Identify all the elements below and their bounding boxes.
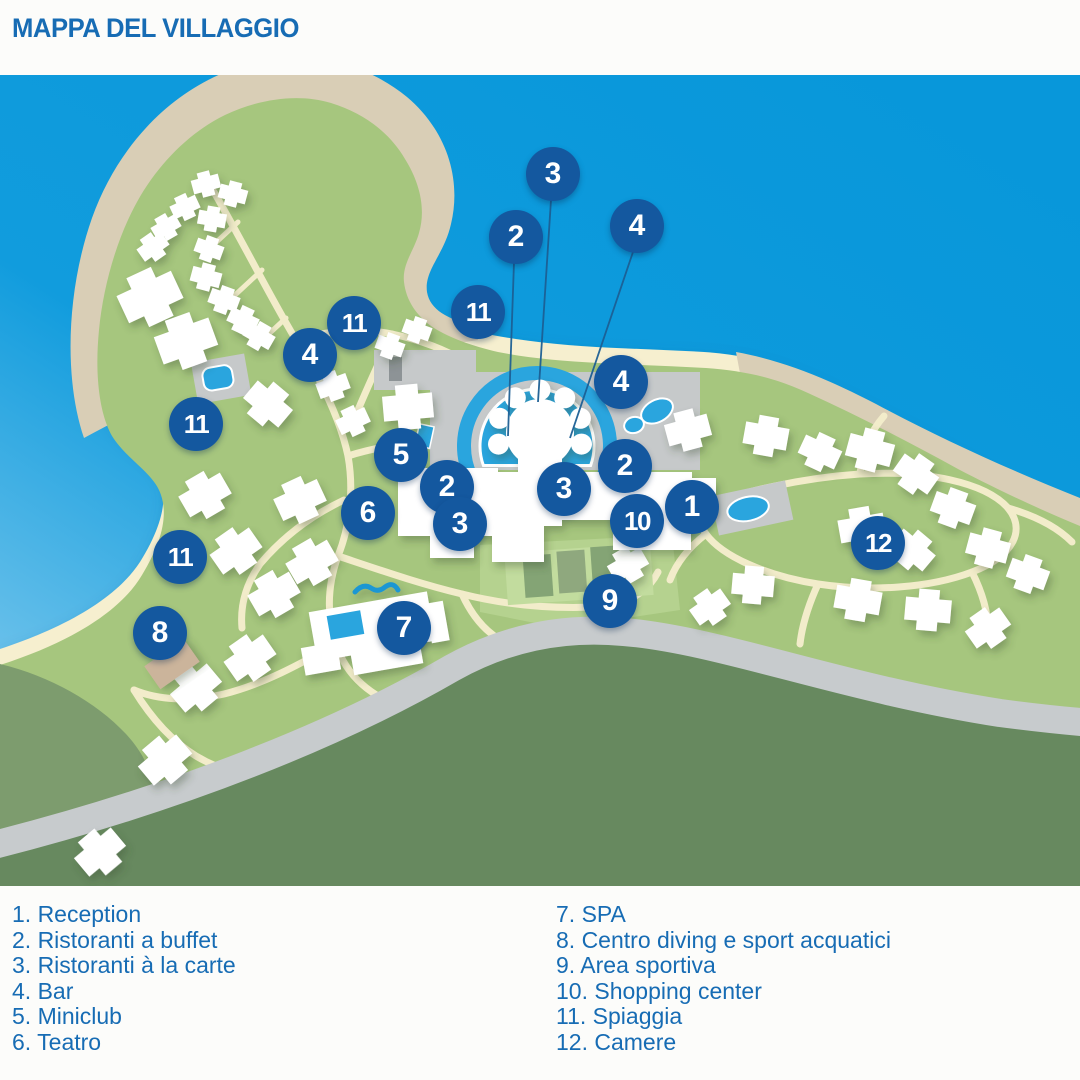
map-marker-6: 6 xyxy=(341,486,395,540)
legend-item: 4. Bar xyxy=(12,977,74,1004)
map-marker-2: 2 xyxy=(489,210,543,264)
page-title: MAPPA DEL VILLAGGIO xyxy=(12,13,299,43)
marker-leader-lines xyxy=(507,199,634,439)
cottages xyxy=(73,170,1051,877)
legend-item: 10. Shopping center xyxy=(556,977,762,1004)
legend-item: 7. SPA xyxy=(556,901,626,927)
legend-item: 6. Teatro xyxy=(12,1028,102,1055)
map-marker-4: 4 xyxy=(594,355,648,409)
map-marker-1: 1 xyxy=(665,480,719,534)
map-marker-2: 2 xyxy=(598,439,652,493)
map-marker-7: 7 xyxy=(377,601,431,655)
diving-hut xyxy=(144,638,200,690)
legend-item: 5. Miniclub xyxy=(12,1003,122,1030)
legend-item: 11. Spiaggia xyxy=(556,1003,683,1030)
map-marker-11: 11 xyxy=(169,397,223,451)
legend-item: 9. Area sportiva xyxy=(556,952,716,979)
legend-item: 2. Ristoranti a buffet xyxy=(12,926,218,953)
map-marker-3: 3 xyxy=(433,497,487,551)
map-marker-3: 3 xyxy=(537,462,591,516)
map-marker-8: 8 xyxy=(133,606,187,660)
map-marker-12: 12 xyxy=(851,516,905,570)
legend-item: 3. Ristoranti à la carte xyxy=(12,952,236,979)
map-marker-9: 9 xyxy=(583,574,637,628)
pond-pool xyxy=(726,495,770,523)
hill-bottom xyxy=(0,643,1080,886)
legend-item: 12. Camere xyxy=(556,1028,677,1055)
map-marker-10: 10 xyxy=(610,494,664,548)
legend-item: 1. Reception xyxy=(12,901,142,927)
map-marker-4: 4 xyxy=(283,328,337,382)
map-marker-11: 11 xyxy=(327,296,381,350)
map-marker-4: 4 xyxy=(610,199,664,253)
map-marker-11: 11 xyxy=(153,530,207,584)
water-slide xyxy=(352,582,401,595)
spa-pool xyxy=(324,607,367,643)
legend-item: 8. Centro diving e sport acquatici xyxy=(556,926,891,953)
map-marker-11: 11 xyxy=(451,285,505,339)
coastal-road xyxy=(0,616,1080,858)
map-marker-5: 5 xyxy=(374,428,428,482)
map-marker-3: 3 xyxy=(526,147,580,201)
